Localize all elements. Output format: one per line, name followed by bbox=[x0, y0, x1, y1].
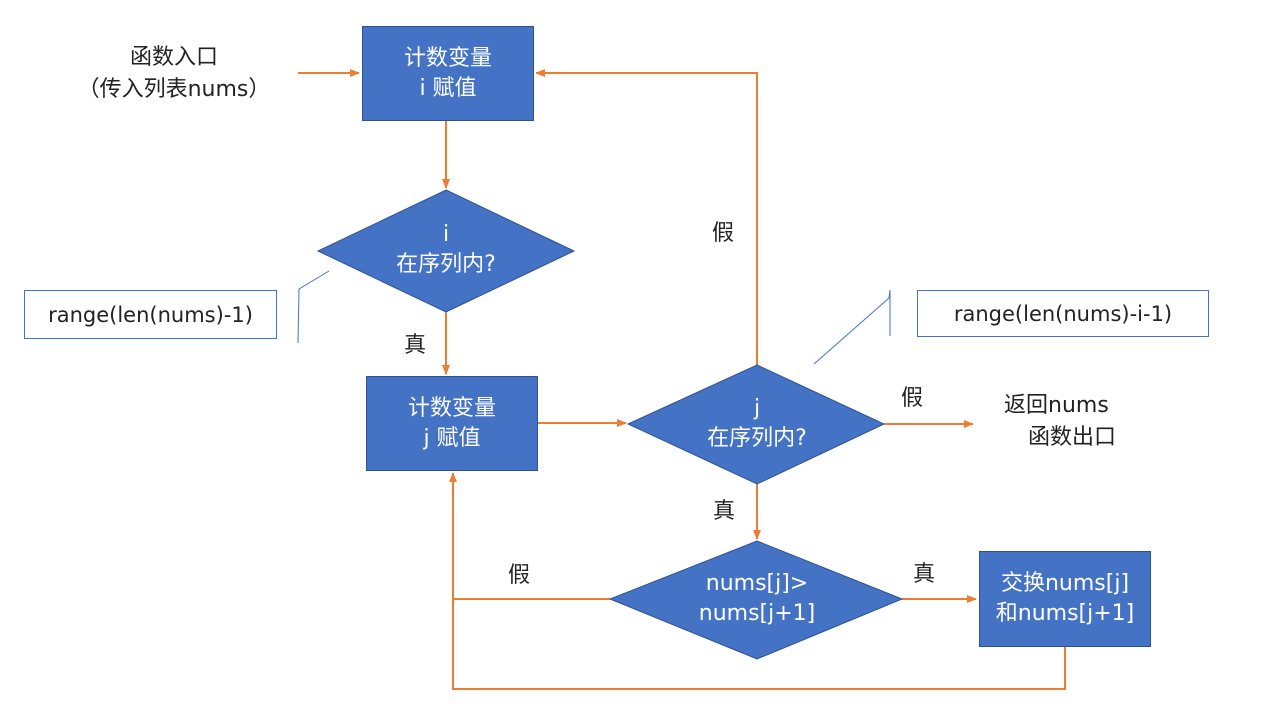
callout-line-range-j bbox=[813, 289, 891, 365]
true-label-compare: 真 bbox=[913, 562, 936, 587]
arrow-swap-loop bbox=[452, 600, 1066, 690]
exit-label-line1: 返回nums bbox=[1004, 393, 1109, 418]
compare-decision: nums[j]> nums[j+1] bbox=[660, 567, 854, 631]
assign-i-box: 计数变量 i 赋值 bbox=[362, 26, 534, 121]
callout-line-range-i bbox=[297, 270, 330, 344]
decision-j-line1: j bbox=[753, 396, 761, 421]
assign-j-line2: j 赋值 bbox=[423, 425, 481, 451]
arrow-compare-false-loop bbox=[449, 472, 610, 600]
assign-j-line1: 计数变量 bbox=[407, 395, 496, 421]
decision-i-line1: i bbox=[442, 222, 450, 247]
false-label-compare: 假 bbox=[508, 563, 531, 588]
true-label-decision-j: 真 bbox=[713, 499, 736, 524]
decision-i-line2: 在序列内? bbox=[396, 252, 496, 277]
range-i-text: range(len(nums)-1) bbox=[48, 302, 253, 327]
assign-i-line1: 计数变量 bbox=[403, 45, 492, 71]
decision-j: j 在序列内? bbox=[670, 392, 844, 456]
decision-j-shape bbox=[626, 364, 886, 485]
false-label-decision-j-loop: 假 bbox=[712, 221, 735, 246]
compare-line1: nums[j]> bbox=[705, 571, 809, 596]
range-j-text: range(len(nums)-i-1) bbox=[953, 301, 1173, 326]
entry-label-line1: 函数入口 bbox=[129, 45, 218, 70]
true-label-decision-i: 真 bbox=[404, 333, 427, 358]
compare-line2: nums[j+1] bbox=[698, 601, 816, 626]
swap-line1: 交换nums[j] bbox=[1000, 571, 1130, 596]
exit-label: 返回nums 函数出口 bbox=[992, 390, 1142, 454]
exit-label-line2: 函数出口 bbox=[1028, 425, 1117, 450]
decision-i: i 在序列内? bbox=[360, 218, 532, 282]
false-label-decision-j-exit: 假 bbox=[901, 386, 924, 411]
swap-box: 交换nums[j] 和nums[j+1] bbox=[979, 551, 1151, 647]
entry-label-line2: （传入列表nums） bbox=[77, 77, 271, 102]
entry-label: 函数入口 （传入列表nums） bbox=[74, 42, 274, 106]
swap-line2: 和nums[j+1] bbox=[995, 601, 1135, 626]
assign-j-box: 计数变量 j 赋值 bbox=[366, 376, 538, 471]
range-i-note: range(len(nums)-1) bbox=[24, 290, 277, 339]
compare-shape bbox=[608, 540, 904, 660]
decision-j-line2: 在序列内? bbox=[707, 426, 807, 451]
range-j-note: range(len(nums)-i-1) bbox=[917, 290, 1209, 337]
assign-i-line2: i 赋值 bbox=[419, 75, 477, 101]
decision-i-shape bbox=[316, 189, 576, 313]
arrow-decision-j-false-loop bbox=[535, 69, 758, 365]
